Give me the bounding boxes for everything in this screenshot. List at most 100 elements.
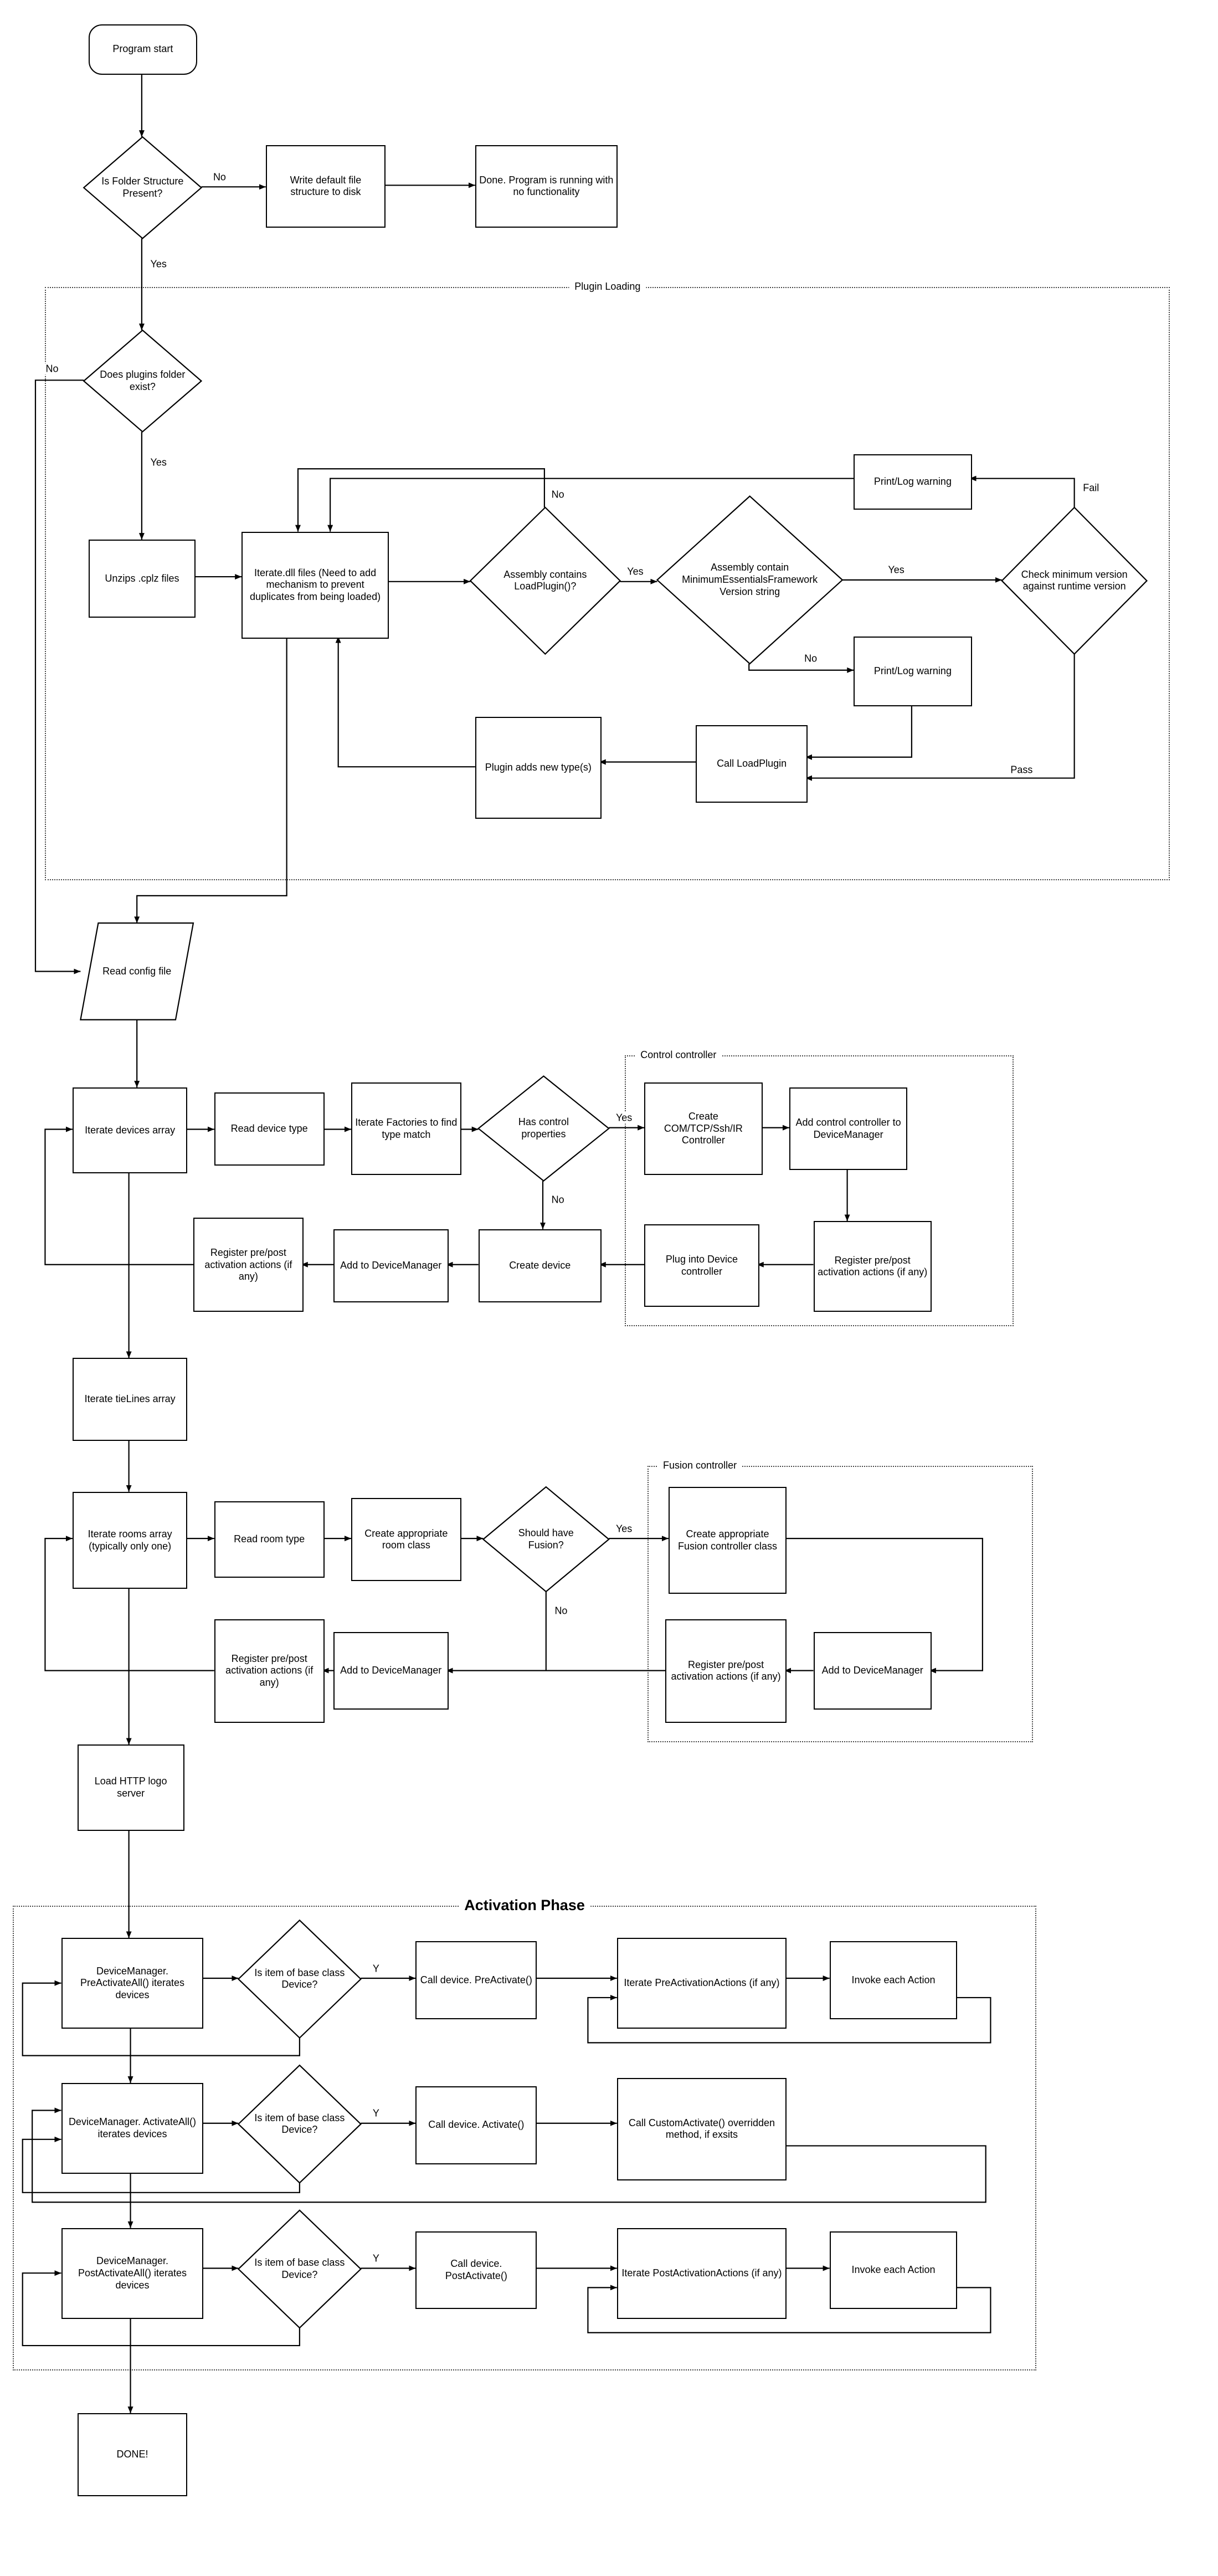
node-create-controller: Create COM/TCP/Ssh/IR Controller bbox=[644, 1082, 763, 1176]
node-iterate-postactions: Iterate PostActivationActions (if any) bbox=[616, 2228, 787, 2319]
flow-arrow bbox=[335, 636, 475, 768]
decision-shape-plugins-folder-exist bbox=[83, 329, 203, 433]
node-label-load-http-logo: Load HTTP logo server bbox=[94, 1776, 167, 1799]
flow-arrow bbox=[34, 379, 84, 974]
node-is-base-device-act: Is item of base class Device? bbox=[238, 2065, 361, 2183]
node-read-device-type: Read device type bbox=[214, 1092, 325, 1166]
node-assembly-loadplugin: Assembly contains LoadPlugin()? bbox=[470, 507, 620, 654]
flow-arrow bbox=[805, 654, 1075, 781]
node-iterate-dll: Iterate.dll files (Need to add mechanism… bbox=[241, 531, 389, 639]
node-activateall: DeviceManager. ActivateAll() iterates de… bbox=[61, 2083, 204, 2174]
node-assembly-minversion: Assembly contain MinimumEssentialsFramew… bbox=[657, 496, 842, 664]
node-label-write-default: Write default file structure to disk bbox=[290, 174, 362, 198]
node-iterate-devices: Iterate devices array bbox=[72, 1087, 188, 1174]
node-label-plugin-adds-types: Plugin adds new type(s) bbox=[485, 762, 592, 773]
node-iterate-preactions: Iterate PreActivationActions (if any) bbox=[616, 1938, 787, 2029]
edge-label: Y bbox=[370, 2252, 382, 2265]
node-read-config-file: Read config file bbox=[80, 923, 193, 1019]
node-register-control: Register pre/post activation actions (if… bbox=[813, 1221, 932, 1312]
node-call-preactivate: Call device. PreActivate() bbox=[415, 1941, 537, 2019]
node-iterate-rooms: Iterate rooms array (typically only one) bbox=[72, 1491, 188, 1589]
node-label-has-control-props: Has control properties bbox=[518, 1116, 569, 1140]
node-call-activate: Call device. Activate() bbox=[415, 2086, 537, 2164]
flow-arrow bbox=[22, 2270, 300, 2347]
flow-arrow bbox=[587, 1994, 991, 2044]
node-has-control-props: Has control properties bbox=[479, 1076, 609, 1181]
edge-label: Yes bbox=[613, 1112, 635, 1124]
node-read-room-type: Read room type bbox=[214, 1501, 325, 1578]
node-label-plug-into-device: Plug into Device controller bbox=[665, 1254, 738, 1277]
edge-label: Y bbox=[370, 1963, 382, 1975]
node-label-read-config-file: Read config file bbox=[102, 965, 172, 977]
node-plugin-adds-types: Plugin adds new type(s) bbox=[475, 717, 602, 819]
decision-shape-is-base-device-post bbox=[237, 2209, 362, 2329]
node-call-postactivate: Call device. PostActivate() bbox=[415, 2231, 537, 2310]
node-label-activateall: DeviceManager. ActivateAll() iterates de… bbox=[68, 2116, 197, 2139]
decision-shape-is-base-device-pre bbox=[237, 1919, 362, 2039]
flow-arrow bbox=[969, 475, 1075, 508]
flow-arrow bbox=[805, 704, 913, 760]
node-label-add-to-dm-room: Add to DeviceManager bbox=[340, 1665, 442, 1676]
node-add-to-dm-device: Add to DeviceManager bbox=[333, 1229, 449, 1302]
flow-arrow bbox=[587, 2285, 991, 2333]
node-done: DONE! bbox=[77, 2413, 188, 2496]
node-label-create-device: Create device bbox=[509, 1259, 571, 1271]
container-label-activation-phase: Activation Phase bbox=[459, 1897, 590, 1915]
node-call-loadplugin: Call LoadPlugin bbox=[696, 725, 808, 803]
node-label-invoke-action-post: Invoke each Action bbox=[851, 2264, 936, 2276]
node-label-invoke-action-pre: Invoke each Action bbox=[851, 1974, 936, 1985]
node-label-print-log-warning-bottom: Print/Log warning bbox=[873, 665, 952, 676]
node-register-device: Register pre/post activation actions (if… bbox=[193, 1218, 304, 1312]
node-create-fusion: Create appropriate Fusion controller cla… bbox=[668, 1487, 787, 1594]
flow-arrow bbox=[22, 1980, 300, 2056]
flow-arrow bbox=[748, 664, 854, 673]
flow-arrow bbox=[295, 468, 546, 532]
edge-label: No bbox=[802, 653, 820, 665]
node-label-assembly-loadplugin: Assembly contains LoadPlugin()? bbox=[503, 568, 587, 592]
node-add-control-dm: Add control controller to DeviceManager bbox=[789, 1087, 908, 1171]
node-label-register-device: Register pre/post activation actions (if… bbox=[204, 1246, 292, 1282]
node-label-create-fusion: Create appropriate Fusion controller cla… bbox=[677, 1528, 778, 1552]
container-fusion-controller: Fusion controller bbox=[647, 1460, 1034, 1742]
edge-label: No bbox=[549, 1194, 567, 1206]
node-plug-into-device: Plug into Device controller bbox=[644, 1224, 759, 1307]
edge-label: Yes bbox=[148, 456, 169, 469]
data-shape-read-config-file bbox=[80, 922, 194, 1020]
node-label-iterate-preactions: Iterate PreActivationActions (if any) bbox=[624, 1977, 780, 1989]
node-load-http-logo: Load HTTP logo server bbox=[77, 1744, 184, 1831]
node-label-call-activate: Call device. Activate() bbox=[428, 2119, 525, 2131]
node-preactivateall: DeviceManager. PreActivateAll() iterates… bbox=[61, 1938, 204, 2029]
node-is-base-device-post: Is item of base class Device? bbox=[238, 2210, 361, 2328]
edge-label: No bbox=[43, 363, 61, 375]
node-add-to-dm-fusion: Add to DeviceManager bbox=[813, 1631, 932, 1710]
node-label-iterate-rooms: Iterate rooms array (typically only one) bbox=[88, 1528, 172, 1552]
edge-label: Y bbox=[370, 2107, 382, 2120]
flow-arrow bbox=[134, 636, 287, 923]
container-label-control-controller: Control controller bbox=[635, 1049, 722, 1061]
node-label-print-log-warning-top: Print/Log warning bbox=[873, 476, 952, 488]
node-label-add-to-dm-device: Add to DeviceManager bbox=[340, 1259, 442, 1271]
node-label-register-fusion: Register pre/post activation actions (if… bbox=[671, 1659, 781, 1682]
node-iterate-tielines: Iterate tieLines array bbox=[72, 1358, 188, 1441]
node-label-program-start: Program start bbox=[112, 43, 173, 55]
flow-arrow bbox=[32, 2107, 986, 2203]
node-invoke-action-post: Invoke each Action bbox=[829, 2231, 958, 2310]
node-label-should-have-fusion: Should have Fusion? bbox=[518, 1527, 574, 1551]
node-label-create-room-class: Create appropriate room class bbox=[364, 1527, 448, 1551]
node-is-folder-present: Is Folder Structure Present? bbox=[84, 137, 201, 238]
node-label-preactivateall: DeviceManager. PreActivateAll() iterates… bbox=[80, 1965, 185, 2001]
node-label-done: DONE! bbox=[116, 2449, 148, 2460]
flow-arrow bbox=[22, 2136, 300, 2193]
node-unzip-cplz: Unzips .cplz files bbox=[88, 540, 196, 618]
node-label-unzip-cplz: Unzips .cplz files bbox=[105, 572, 179, 584]
node-print-log-warning-bottom: Print/Log warning bbox=[854, 636, 972, 706]
node-label-plugins-folder-exist: Does plugins folder exist? bbox=[100, 369, 186, 392]
node-check-min-version: Check minimum version against runtime ve… bbox=[1002, 507, 1147, 654]
node-label-call-customactivate: Call CustomActivate() overridden method,… bbox=[628, 2117, 775, 2141]
node-should-have-fusion: Should have Fusion? bbox=[483, 1487, 609, 1592]
edge-label: No bbox=[549, 489, 567, 501]
node-invoke-action-pre: Invoke each Action bbox=[829, 1941, 958, 2019]
edge-label: Yes bbox=[886, 564, 907, 576]
